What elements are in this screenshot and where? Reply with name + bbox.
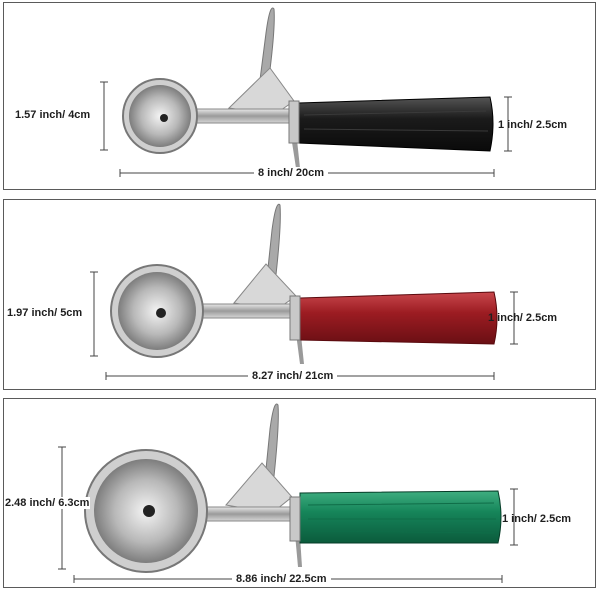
total-length-label: 8.86 inch/ 22.5cm bbox=[232, 573, 331, 585]
bowl-diameter-label: 1.57 inch/ 4cm bbox=[15, 109, 91, 121]
scoop-panel-small: 1.57 inch/ 4cm 1 inch/ 2.5cm 8 inch/ 20c… bbox=[3, 2, 596, 190]
bowl-diameter-label: 1.97 inch/ 5cm bbox=[7, 307, 83, 319]
bowl-diameter-label: 2.48 inch/ 6.3cm bbox=[4, 497, 91, 509]
handle-diameter-label: 1 inch/ 2.5cm bbox=[488, 312, 558, 324]
handle-diameter-label: 1 inch/ 2.5cm bbox=[498, 119, 568, 131]
handle-diameter-label: 1 inch/ 2.5cm bbox=[502, 513, 572, 525]
scoop-panel-large: 2.48 inch/ 6.3cm 1 inch/ 2.5cm 8.86 inch… bbox=[3, 398, 596, 588]
scoop-medium-illustration bbox=[90, 203, 518, 380]
total-length-label: 8.27 inch/ 21cm bbox=[248, 370, 338, 382]
scoop-small-illustration bbox=[100, 7, 512, 177]
total-length-label: 8 inch/ 20cm bbox=[254, 167, 329, 179]
scoop-large-illustration bbox=[58, 403, 518, 583]
scoop-panel-medium: 1.97 inch/ 5cm 1 inch/ 2.5cm 8.27 inch/ … bbox=[3, 199, 596, 390]
